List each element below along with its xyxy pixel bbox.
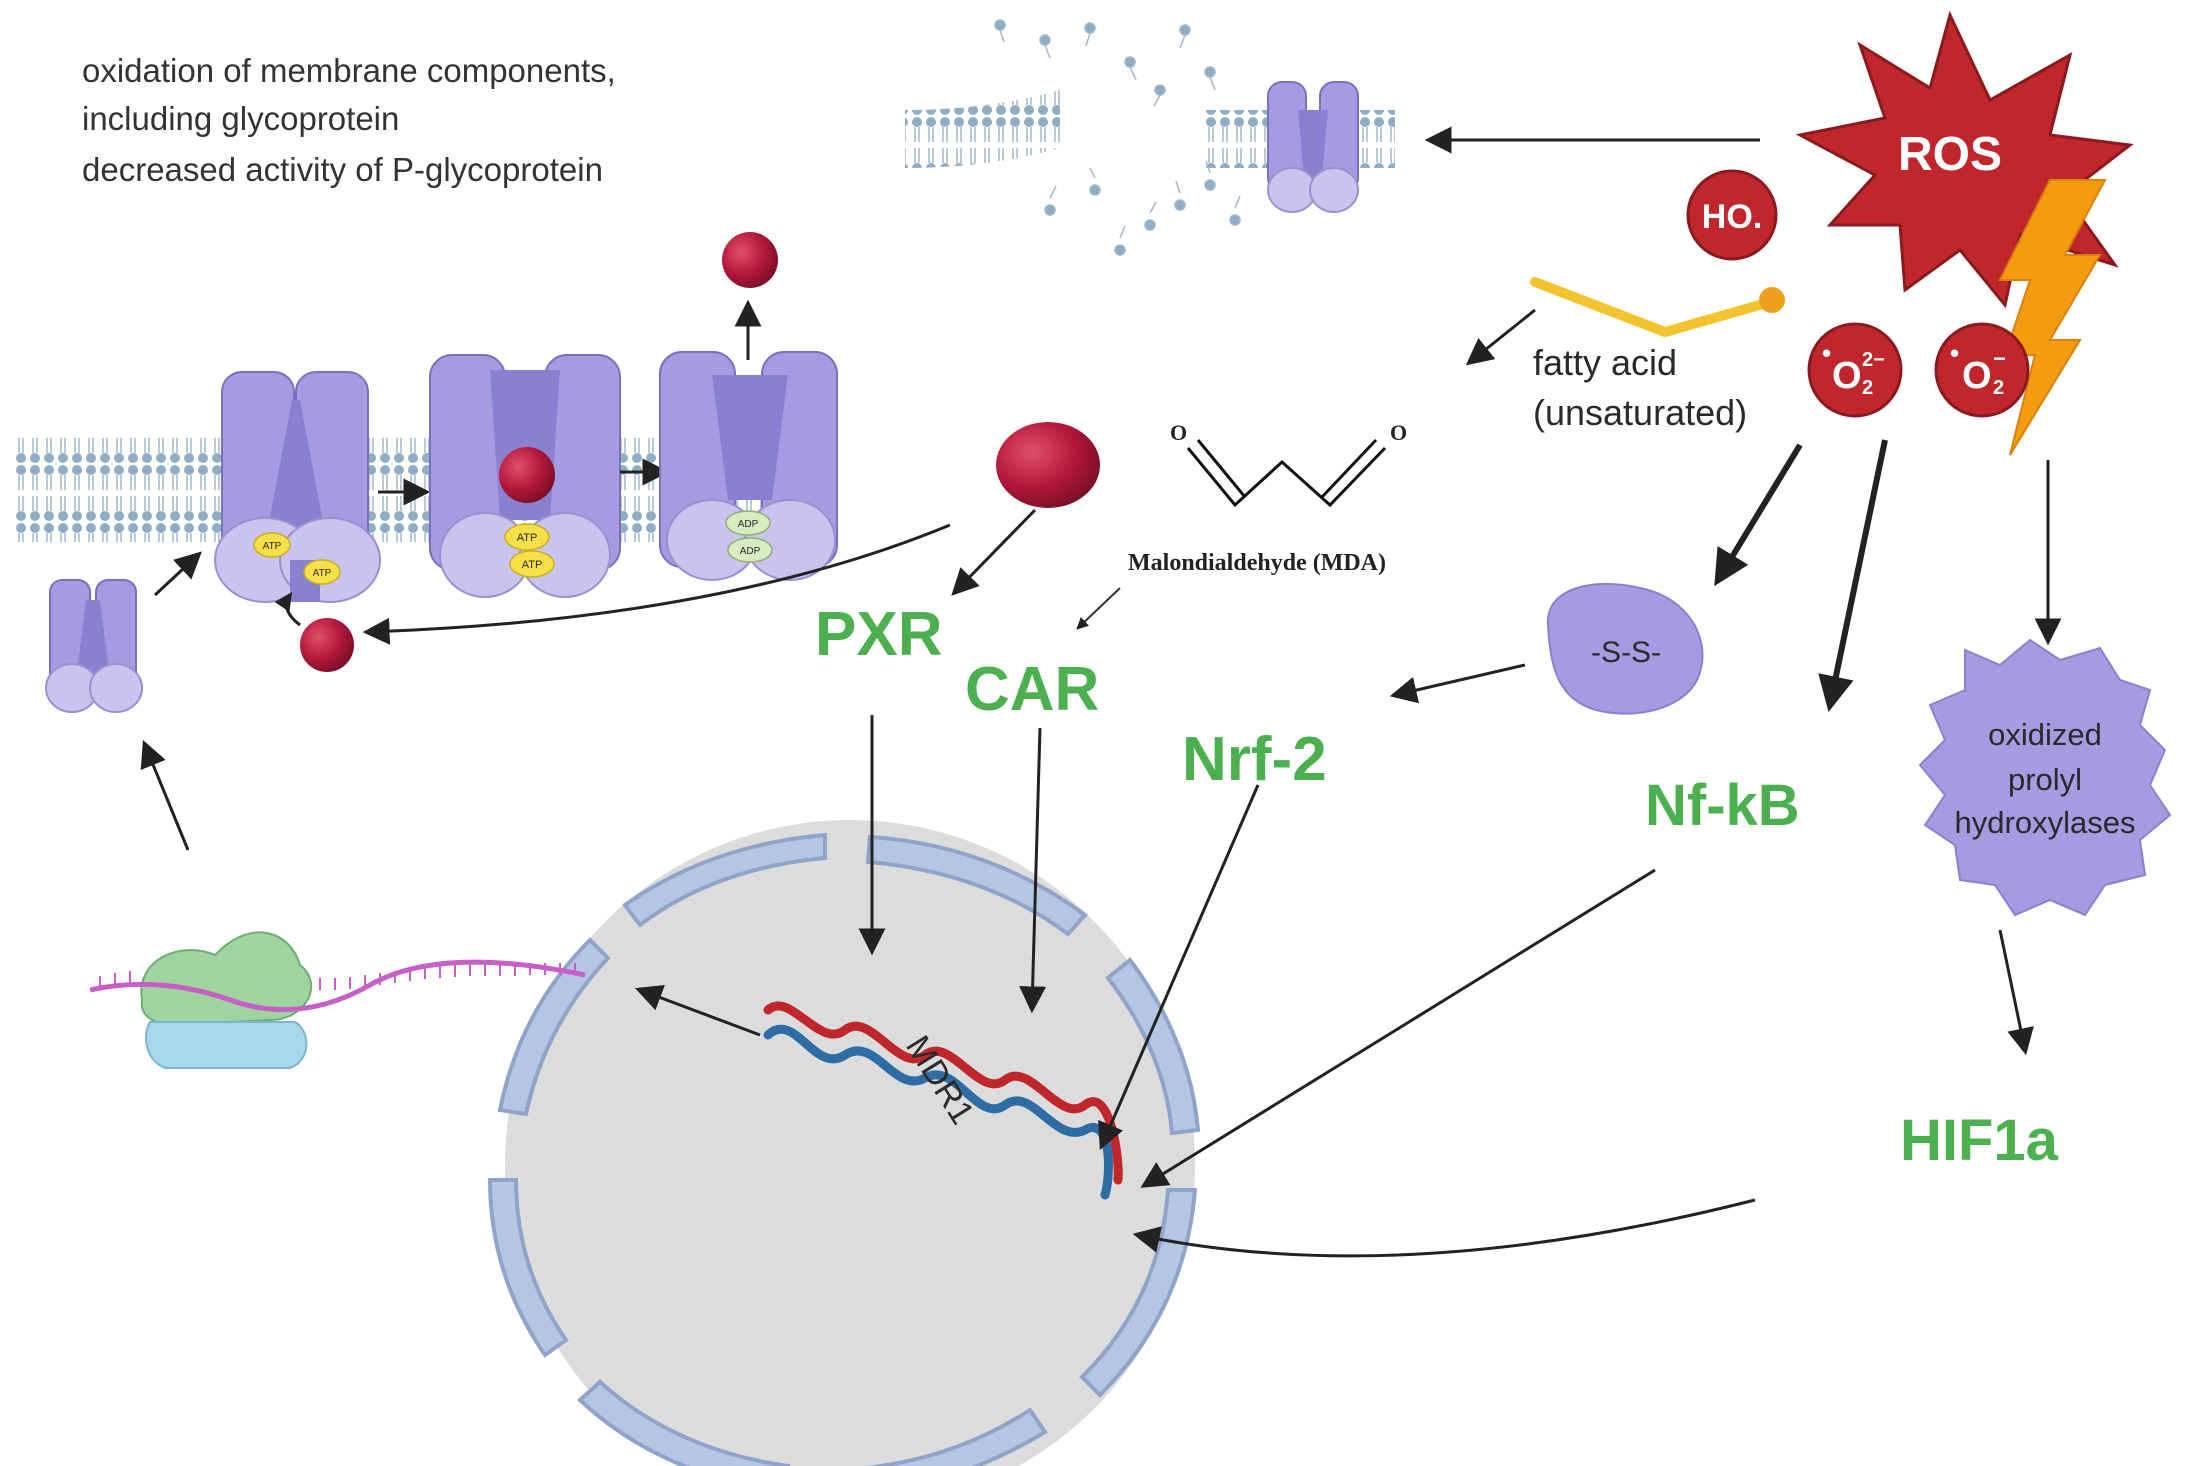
hydroxyl-label: HO. [1702,198,1762,236]
svg-text:ATP: ATP [313,568,332,579]
disulfide-protein: -S-S- [1546,582,1704,715]
drug-molecule [996,422,1100,508]
peroxide-o: O [1832,355,1862,397]
note-line-1: oxidation of membrane components, [82,52,616,89]
svg-text:ADP: ADP [738,519,759,530]
effluxed-molecule [722,232,778,288]
ribosome-translation [89,931,586,1069]
prolyl-line-3: hydroxylases [1955,805,2136,840]
note-line-2: including glycoprotein [82,100,399,137]
pgp-transporter-substrate-bound: ATP ATP [429,354,621,598]
fatty-acid-line-2: (unsaturated) [1533,392,1747,433]
mrna-strand [89,959,586,1013]
nrf2-label: Nrf-2 [1182,725,1327,794]
prolyl-line-2: prolyl [2008,762,2082,797]
note-line-3: decreased activity of P-glycoprotein [82,151,603,188]
mda-o-right: O [1390,420,1407,445]
mda-label: Malondialdehyde (MDA) [1128,550,1386,576]
lightning-bolt-icon [1998,179,2107,456]
peroxide-sub: 2 [1862,377,1873,399]
superoxide-o: O [1962,355,1992,397]
nuclear-envelope [487,832,1201,1466]
svg-text:ATP: ATP [522,559,543,571]
superoxide-radical: • O − 2 [1934,322,2030,418]
mda-molecule: O O Malondialdehyde (MDA) [1128,420,1407,576]
oxidized-prolyl-hydroxylases: oxidized prolyl hydroxylases [1918,638,2172,917]
disulfide-label: -S-S- [1591,636,1661,669]
nucleus [487,820,1201,1466]
nfkb-label: Nf-kB [1645,773,1800,838]
pgp-transporter-open-inward: ATP ATP [214,371,381,603]
fatty-acid: fatty acid (unsaturated) [1530,277,1785,433]
pgp-transporter-open-outward: ADP ADP [659,351,838,581]
prolyl-line-1: oxidized [1988,717,2102,752]
pxr-label: PXR [815,600,942,669]
svg-text:ADP: ADP [740,546,761,557]
svg-text:•: • [1950,338,1959,368]
substrate-molecule [499,447,555,503]
peroxide-radical: • O 2− 2 [1807,322,1903,418]
damaged-pgp-transporter [1267,81,1359,213]
disrupted-membrane [905,19,1395,256]
fatty-acid-line-1: fatty acid [1533,342,1677,383]
hif1a-label: HIF1a [1900,1108,2059,1173]
newly-synthesized-pgp [45,579,143,713]
fatty-acid-head [1759,287,1785,313]
superoxide-sub: 2 [1993,377,2004,399]
superoxide-sup: − [1993,346,2006,371]
intracellular-drug-molecule [300,618,354,672]
svg-text:•: • [1822,338,1831,368]
ros-label: ROS [1898,128,2002,181]
ribosome-small-subunit [144,1021,308,1069]
hydroxyl-radical: HO. [1686,169,1778,261]
peroxide-sup: 2− [1862,349,1885,371]
note-block: oxidation of membrane components, includ… [82,52,616,188]
svg-text:ATP: ATP [263,541,282,552]
car-label: CAR [965,655,1099,724]
fatty-acid-chain [1530,277,1775,337]
mda-o-left: O [1170,420,1187,445]
svg-text:ATP: ATP [517,532,538,544]
